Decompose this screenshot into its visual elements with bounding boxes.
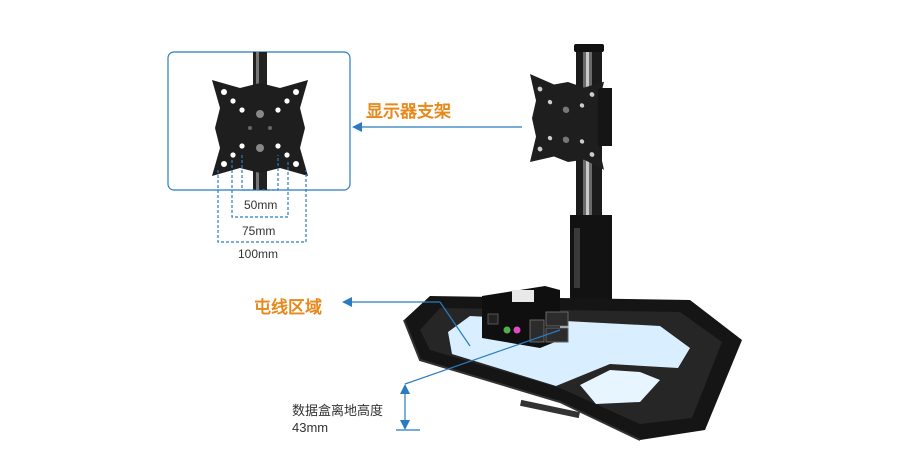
- detail-vesa-plate: [212, 80, 308, 176]
- cable-area-label: 屯线区域: [254, 298, 322, 317]
- ground-clearance-title: 数据盒离地高度: [292, 403, 384, 418]
- vesa-100-label: 100mm: [238, 247, 279, 261]
- ground-clearance-value: 43mm: [292, 420, 329, 435]
- vesa-50-label: 50mm: [244, 198, 278, 212]
- clearance-leader: [404, 329, 561, 385]
- monitor-mount-label: 显示器支架: [366, 102, 451, 121]
- data-box: [482, 286, 569, 348]
- vesa-dimension-lines: [217, 155, 307, 243]
- pole-clamp: [598, 88, 612, 146]
- stand-vesa-plate: [530, 74, 604, 170]
- vesa-75-label: 75mm: [242, 224, 276, 238]
